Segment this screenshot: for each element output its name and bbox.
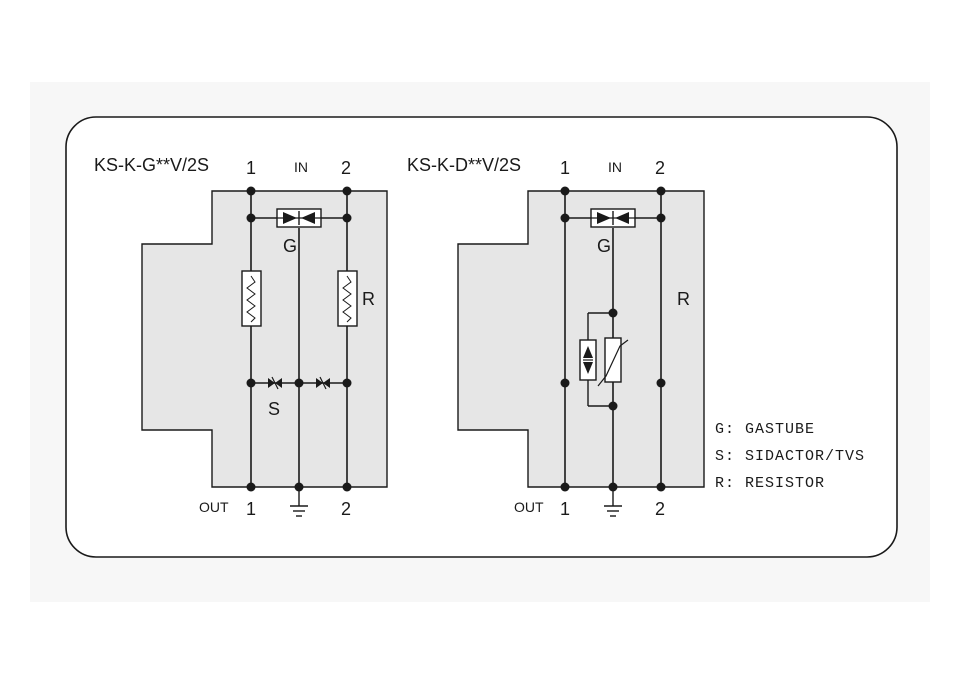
right-node [656,378,666,388]
legend: G: GASTUBE S: SIDACTOR/TVS R: RESISTOR [715,421,865,492]
right-gastube-icon [590,208,636,228]
right-resistor-label: R [677,289,690,309]
right-out-label: OUT [514,499,544,515]
right-node [560,378,570,388]
left-sidactor-2-icon [316,376,330,390]
left-module-body [141,190,388,488]
right-node [560,213,570,223]
left-in-pin2: 2 [341,158,351,178]
left-in-label: IN [294,159,308,175]
left-node [246,482,256,492]
right-node [560,482,570,492]
left-gastube-label: G [283,236,297,256]
left-ground-icon [290,487,308,517]
right-in-label: IN [608,159,622,175]
right-title: KS-K-D**V/2S [407,155,521,175]
left-resistor-1-icon [241,270,262,327]
right-in-pin1: 1 [560,158,570,178]
legend-resistor: R: RESISTOR [715,475,825,492]
left-out-pin1: 1 [246,499,256,519]
right-node [656,213,666,223]
legend-gastube: G: GASTUBE [715,421,815,438]
left-title: KS-K-G**V/2S [94,155,209,175]
left-sidactor-label: S [268,399,280,419]
right-node [608,308,618,318]
right-out-pin2: 2 [655,499,665,519]
right-ground-icon [604,487,622,517]
left-node [342,378,352,388]
left-node [246,378,256,388]
legend-sidactor: S: SIDACTOR/TVS [715,448,865,465]
right-node [656,186,666,196]
left-out-pin2: 2 [341,499,351,519]
right-out-pin1: 1 [560,499,570,519]
right-gastube-label: G [597,236,611,256]
right-in-pin2: 2 [655,158,665,178]
left-node [342,213,352,223]
right-node [560,186,570,196]
right-node [656,482,666,492]
left-node [246,186,256,196]
left-node [342,482,352,492]
left-resistor-label: R [362,289,375,309]
left-resistor-2-icon [337,270,358,327]
left-sidactor-1-icon [268,376,282,390]
right-node [608,401,618,411]
left-gastube-icon [276,208,322,228]
right-module-body [457,190,705,488]
right-circuit: KS-K-D**V/2S 1 IN 2 G R [407,155,705,519]
left-circuit: KS-K-G**V/2S 1 IN 2 G R [94,155,388,519]
right-tvs-varistor-icon [579,312,629,407]
left-node [246,213,256,223]
left-out-label: OUT [199,499,229,515]
left-node [294,378,304,388]
left-node [342,186,352,196]
left-in-pin1: 1 [246,158,256,178]
